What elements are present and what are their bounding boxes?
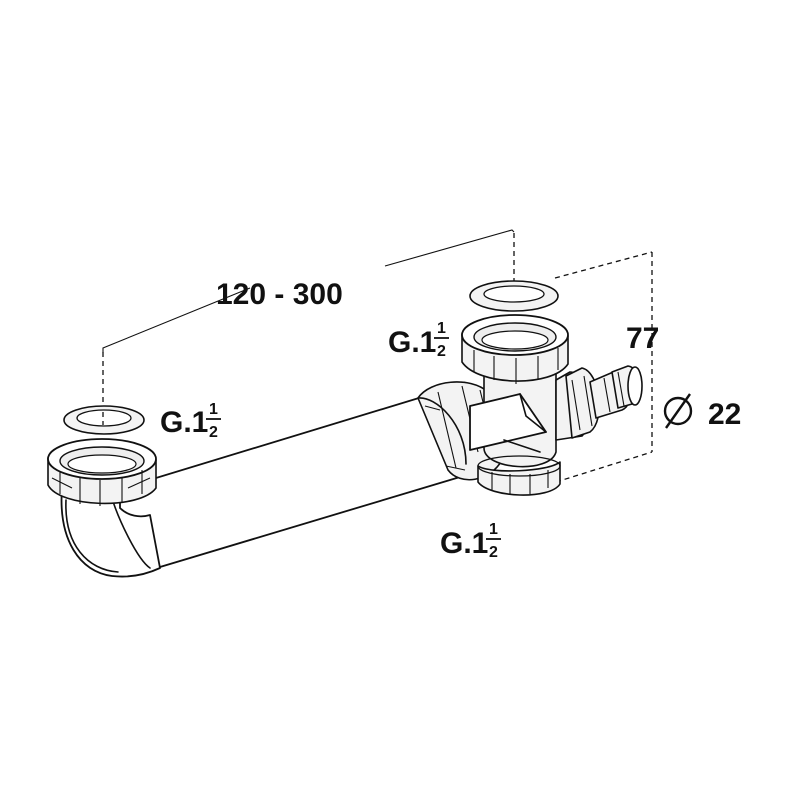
- thread-right-numerator: 1: [437, 320, 446, 337]
- height-extension-top: [554, 251, 653, 279]
- thread-left-prefix: G.1: [160, 406, 208, 439]
- thread-right-denominator: 2: [437, 343, 446, 360]
- distance-range-label: 120 - 300: [216, 278, 343, 311]
- left-washer: [63, 405, 145, 435]
- thread-outlet-denominator: 2: [489, 544, 498, 561]
- tee-top-nut: [461, 314, 569, 384]
- tee-outlet-nut: [477, 455, 561, 496]
- distance-leader-right: [384, 229, 515, 267]
- distance-dimension: 120 - 300: [102, 229, 515, 408]
- thread-label-left: G.1 1 2: [160, 401, 221, 441]
- diameter-value: 22: [708, 398, 741, 431]
- left-nut: [47, 438, 157, 506]
- height-label: 77: [626, 322, 659, 355]
- tee-body: [469, 363, 557, 468]
- height-dimension: 77: [554, 251, 659, 483]
- right-washer: [469, 280, 559, 312]
- distance-leader-left: [102, 287, 251, 353]
- thread-outlet-numerator: 1: [489, 521, 498, 538]
- height-extension-bottom: [555, 451, 653, 483]
- thread-label-right: G.1 1 2: [388, 320, 449, 360]
- diameter-symbol-icon: [663, 393, 693, 429]
- diameter-dimension: 22: [663, 393, 741, 431]
- thread-right-prefix: G.1: [388, 326, 436, 359]
- thread-outlet-prefix: G.1: [440, 527, 488, 560]
- side-hose-connector: [555, 365, 643, 441]
- thread-label-outlet: G.1 1 2: [440, 521, 501, 561]
- thread-left-denominator: 2: [209, 424, 218, 441]
- thread-left-numerator: 1: [209, 401, 218, 418]
